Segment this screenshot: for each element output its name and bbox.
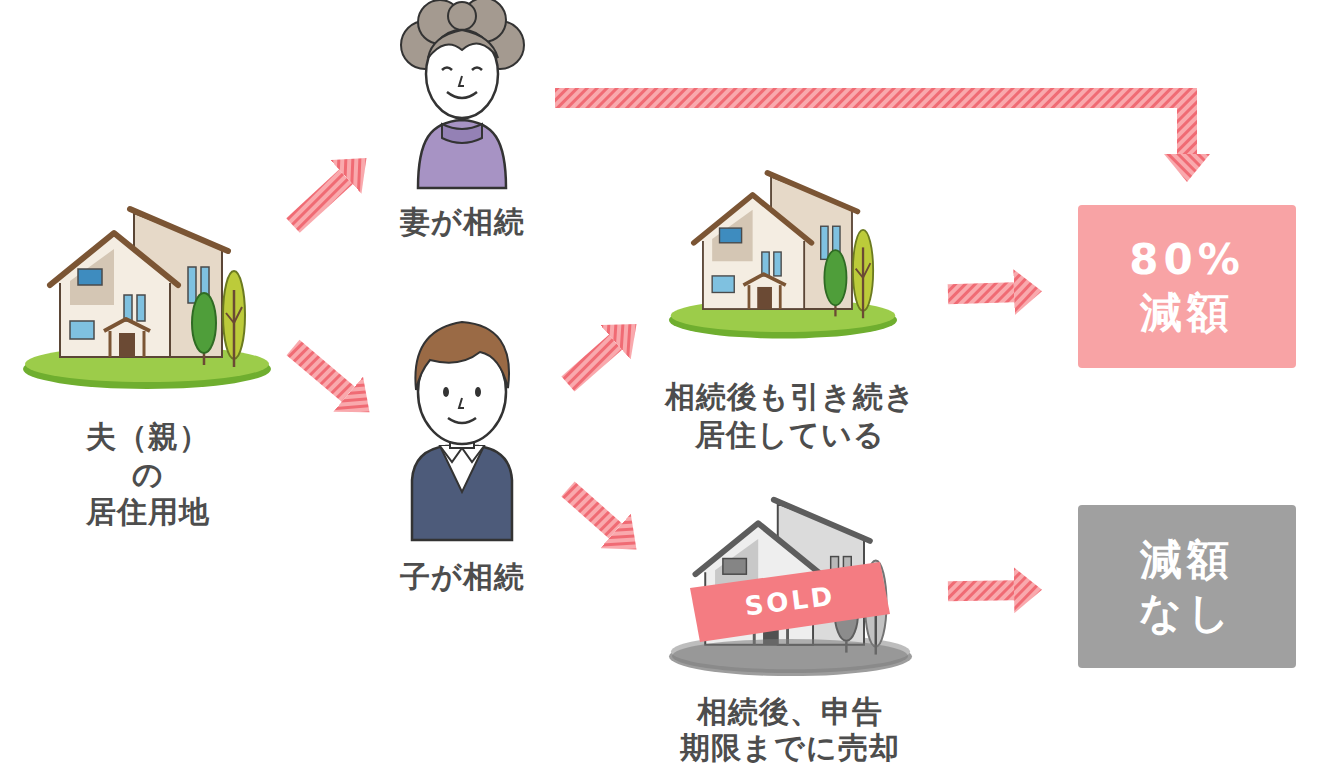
result-box: 80% 減額 — [1078, 205, 1296, 368]
block-arrow — [568, 489, 616, 531]
result-text: 減額 なし — [1139, 534, 1235, 639]
case-node: 相続後も引き続き 居住している — [640, 160, 940, 455]
illustration-part — [447, 92, 477, 98]
wife-figure — [401, 0, 524, 188]
result-box: 減額 なし — [1078, 505, 1296, 668]
illustration-part — [442, 68, 482, 71]
caption-text: 夫（親）の 居住用地 — [86, 418, 210, 531]
son-figure — [412, 322, 512, 540]
case-node: 相続後、申告 期限までに売却 — [640, 485, 940, 772]
block-arrow — [555, 98, 1187, 154]
illustration-part — [23, 209, 271, 389]
result-text: 80% 減額 — [1129, 234, 1245, 339]
caption-text: 妻が相続 — [400, 203, 525, 241]
block-arrow — [293, 177, 346, 226]
block-arrow — [293, 348, 348, 395]
illustration-part — [442, 124, 482, 143]
illustration-part — [440, 446, 484, 492]
residence-node: 夫（親）の 居住用地 — [20, 195, 275, 500]
heir-node: 妻が相続 — [385, 0, 540, 245]
sold-house — [669, 500, 912, 676]
caption-text: 子が相続 — [400, 558, 525, 596]
block-arrow — [568, 342, 615, 384]
sold-ground — [672, 639, 908, 673]
heir-node: 子が相続 — [385, 300, 540, 600]
illustration-part — [443, 387, 449, 397]
block-arrow — [948, 292, 1014, 294]
block-arrow — [948, 590, 1014, 591]
illustration-part — [415, 322, 509, 390]
illustration-part — [475, 387, 481, 397]
illustration-part — [459, 76, 464, 86]
illustration-part — [459, 398, 464, 408]
sold-banner — [690, 562, 890, 642]
illustration-part — [669, 173, 897, 339]
caption-text: 相続後も引き続き 居住している — [665, 378, 916, 453]
residence-house — [23, 209, 271, 389]
illustration-part — [669, 500, 912, 676]
illustration-part — [448, 418, 476, 423]
illustration-part — [448, 2, 476, 30]
kept-house — [669, 173, 897, 339]
illustration-part — [418, 120, 506, 188]
illustration-part — [426, 30, 498, 118]
caption-text: 相続後、申告 期限までに売却 — [680, 694, 900, 766]
illustration-part — [428, 30, 498, 58]
illustration-part — [412, 446, 512, 540]
